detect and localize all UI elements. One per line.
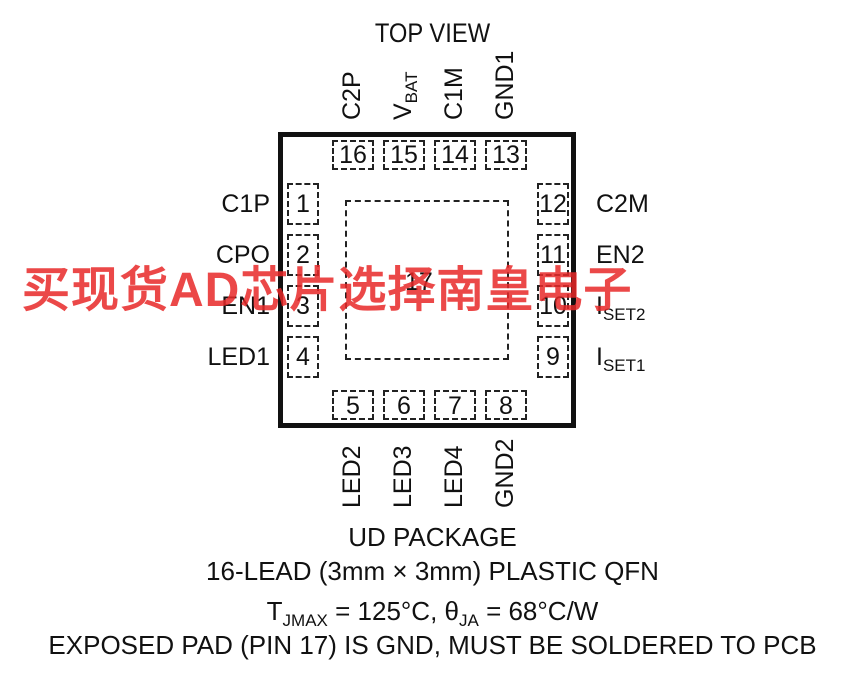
pin-number-16: 16 — [339, 141, 367, 169]
pin-number-13: 13 — [492, 141, 520, 169]
pin-number-4: 4 — [296, 343, 310, 371]
pin-number-5: 5 — [346, 392, 360, 420]
pin-number-14: 14 — [441, 141, 469, 169]
pin-label-4: LED1 — [207, 343, 270, 371]
pin-label-1: C1P — [221, 190, 270, 218]
pin-pad-16 — [332, 140, 374, 170]
pin-label-10: ISET2 — [596, 292, 646, 324]
thermal-spec: TJMAX = 125°C, θJA = 68°C/W — [266, 596, 599, 630]
pin-label-15: VBAT — [389, 71, 421, 121]
pin-label-6: LED3 — [389, 445, 417, 508]
pin-number-12: 12 — [539, 190, 567, 218]
pin-number-8: 8 — [499, 392, 513, 420]
pin-pad-15 — [383, 140, 425, 170]
watermark-text: 买现货AD芯片选择南皇电子 — [22, 264, 633, 317]
package-description: 16-LEAD (3mm × 3mm) PLASTIC QFN — [206, 556, 659, 586]
pin-pad-11 — [537, 234, 569, 276]
pin-number-9: 9 — [546, 343, 560, 371]
pin-number-15: 15 — [390, 141, 418, 169]
pin-pad-12 — [537, 183, 569, 225]
pin-pad-14 — [434, 140, 476, 170]
pin-label-2: CPO — [215, 241, 270, 269]
pin-label-5: LED2 — [338, 445, 366, 508]
pin-pad-7 — [434, 390, 476, 420]
pin-label-11: EN2 — [596, 241, 645, 269]
pin-number-11: 11 — [540, 241, 566, 269]
pin-label-7: LED4 — [440, 445, 468, 508]
pin-label-16: C2P — [338, 71, 366, 120]
pin-number-2: 2 — [296, 241, 310, 269]
pin-label-13: GND1 — [491, 50, 519, 120]
pin-pad-8 — [485, 390, 527, 420]
package-name: UD PACKAGE — [348, 522, 517, 552]
pin-label-8: GND2 — [491, 438, 519, 508]
pin-pad-10 — [537, 285, 569, 327]
exposed-pad — [345, 200, 509, 360]
pin-pad-13 — [485, 140, 527, 170]
pin-number-7: 7 — [448, 392, 462, 420]
pin-pad-3 — [287, 285, 319, 327]
exposed-pad-number: 17 — [405, 268, 433, 296]
pin-label-12: C2M — [596, 190, 649, 218]
pin-pad-4 — [287, 336, 319, 378]
pin-pad-9 — [537, 336, 569, 378]
pin-number-6: 6 — [397, 392, 411, 420]
package-outline — [278, 132, 576, 428]
diagram-title: TOP VIEW — [374, 18, 491, 48]
exposed-pad-note: EXPOSED PAD (PIN 17) IS GND, MUST BE SOL… — [48, 630, 817, 660]
pin-label-3: EN1 — [221, 292, 270, 320]
pin-number-1: 1 — [296, 190, 310, 218]
pin-pad-1 — [287, 183, 319, 225]
pin-pad-6 — [383, 390, 425, 420]
pin-number-10: 10 — [539, 292, 567, 320]
pin-number-3: 3 — [296, 292, 310, 320]
pin-pad-5 — [332, 390, 374, 420]
pin-label-9: ISET1 — [596, 343, 646, 375]
pin-label-14: C1M — [440, 67, 468, 120]
pin-pad-2 — [287, 234, 319, 276]
